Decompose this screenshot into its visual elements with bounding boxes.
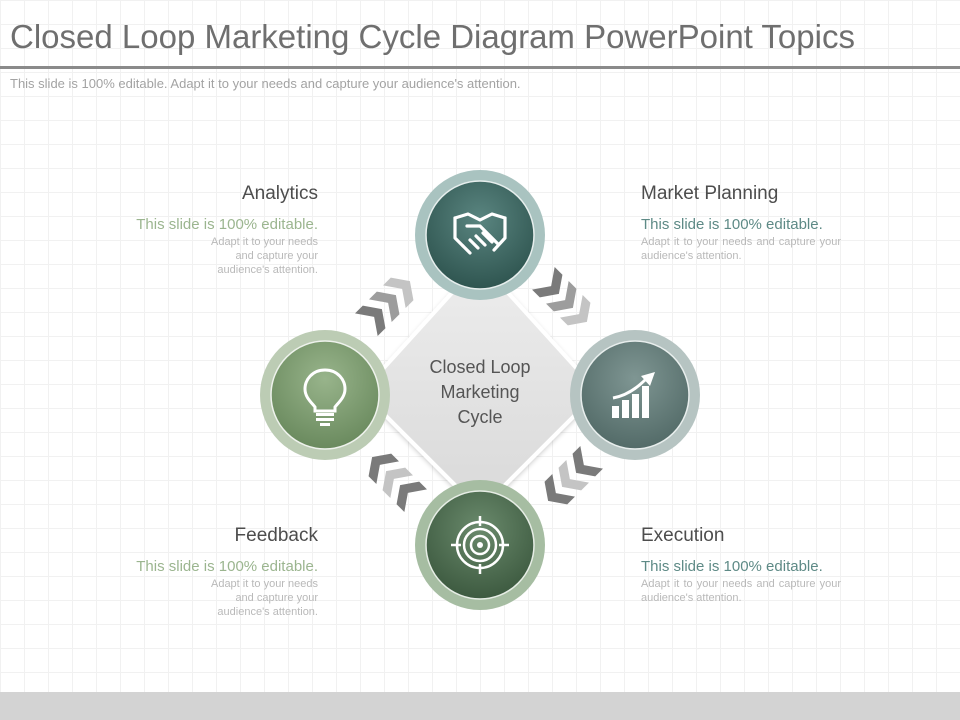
- block-feedback-desc: Adapt it to your needs and capture your …: [210, 578, 318, 618]
- block-market-planning-line1: This slide is 100% editable.: [641, 216, 823, 233]
- handshake-icon: [453, 212, 507, 255]
- block-feedback-heading: Feedback: [234, 525, 318, 546]
- center-label-line2: Marketing: [440, 382, 520, 402]
- growth-chart-icon: [612, 372, 655, 418]
- node-market-planning: [415, 170, 545, 300]
- footer-band: [0, 692, 960, 720]
- slide-subtitle: This slide is 100% editable. Adapt it to…: [10, 76, 521, 91]
- node-feedback: [415, 480, 545, 610]
- block-analytics-heading: Analytics: [241, 183, 318, 204]
- chevron-group-right-to-bottom: [544, 446, 603, 505]
- center-label: Closed Loop Marketing Cycle: [405, 355, 555, 430]
- chevron-group-left-to-top: [355, 277, 414, 336]
- block-analytics-desc: Adapt it to your needs and capture your …: [210, 236, 318, 276]
- block-execution-heading: Execution: [641, 525, 725, 546]
- chevron-group-bottom-to-left: [368, 453, 427, 512]
- target-icon: [451, 516, 509, 574]
- block-execution-line1: This slide is 100% editable.: [641, 558, 823, 575]
- center-label-line3: Cycle: [457, 407, 503, 427]
- block-market-planning: Market Planning This slide is 100% edita…: [641, 183, 861, 263]
- slide-title: Closed Loop Marketing Cycle Diagram Powe…: [10, 18, 855, 55]
- block-feedback: Feedback This slide is 100% editable. Ad…: [98, 525, 318, 619]
- block-feedback-line1: This slide is 100% editable.: [136, 558, 318, 575]
- node-analytics: [260, 330, 390, 460]
- node-execution: [570, 330, 700, 460]
- block-execution-desc: Adapt it to your needs and capture your …: [641, 578, 841, 604]
- block-market-planning-desc: Adapt it to your needs and capture your …: [641, 236, 841, 262]
- block-market-planning-heading: Market Planning: [641, 183, 779, 204]
- block-analytics-line1: This slide is 100% editable.: [136, 216, 318, 233]
- block-analytics: Analytics This slide is 100% editable. A…: [98, 183, 318, 277]
- title-divider: [0, 66, 960, 69]
- block-execution: Execution This slide is 100% editable. A…: [641, 525, 861, 605]
- chevron-group-top-to-right: [532, 267, 591, 326]
- lightbulb-icon: [303, 368, 347, 426]
- center-label-line1: Closed Loop: [429, 357, 531, 377]
